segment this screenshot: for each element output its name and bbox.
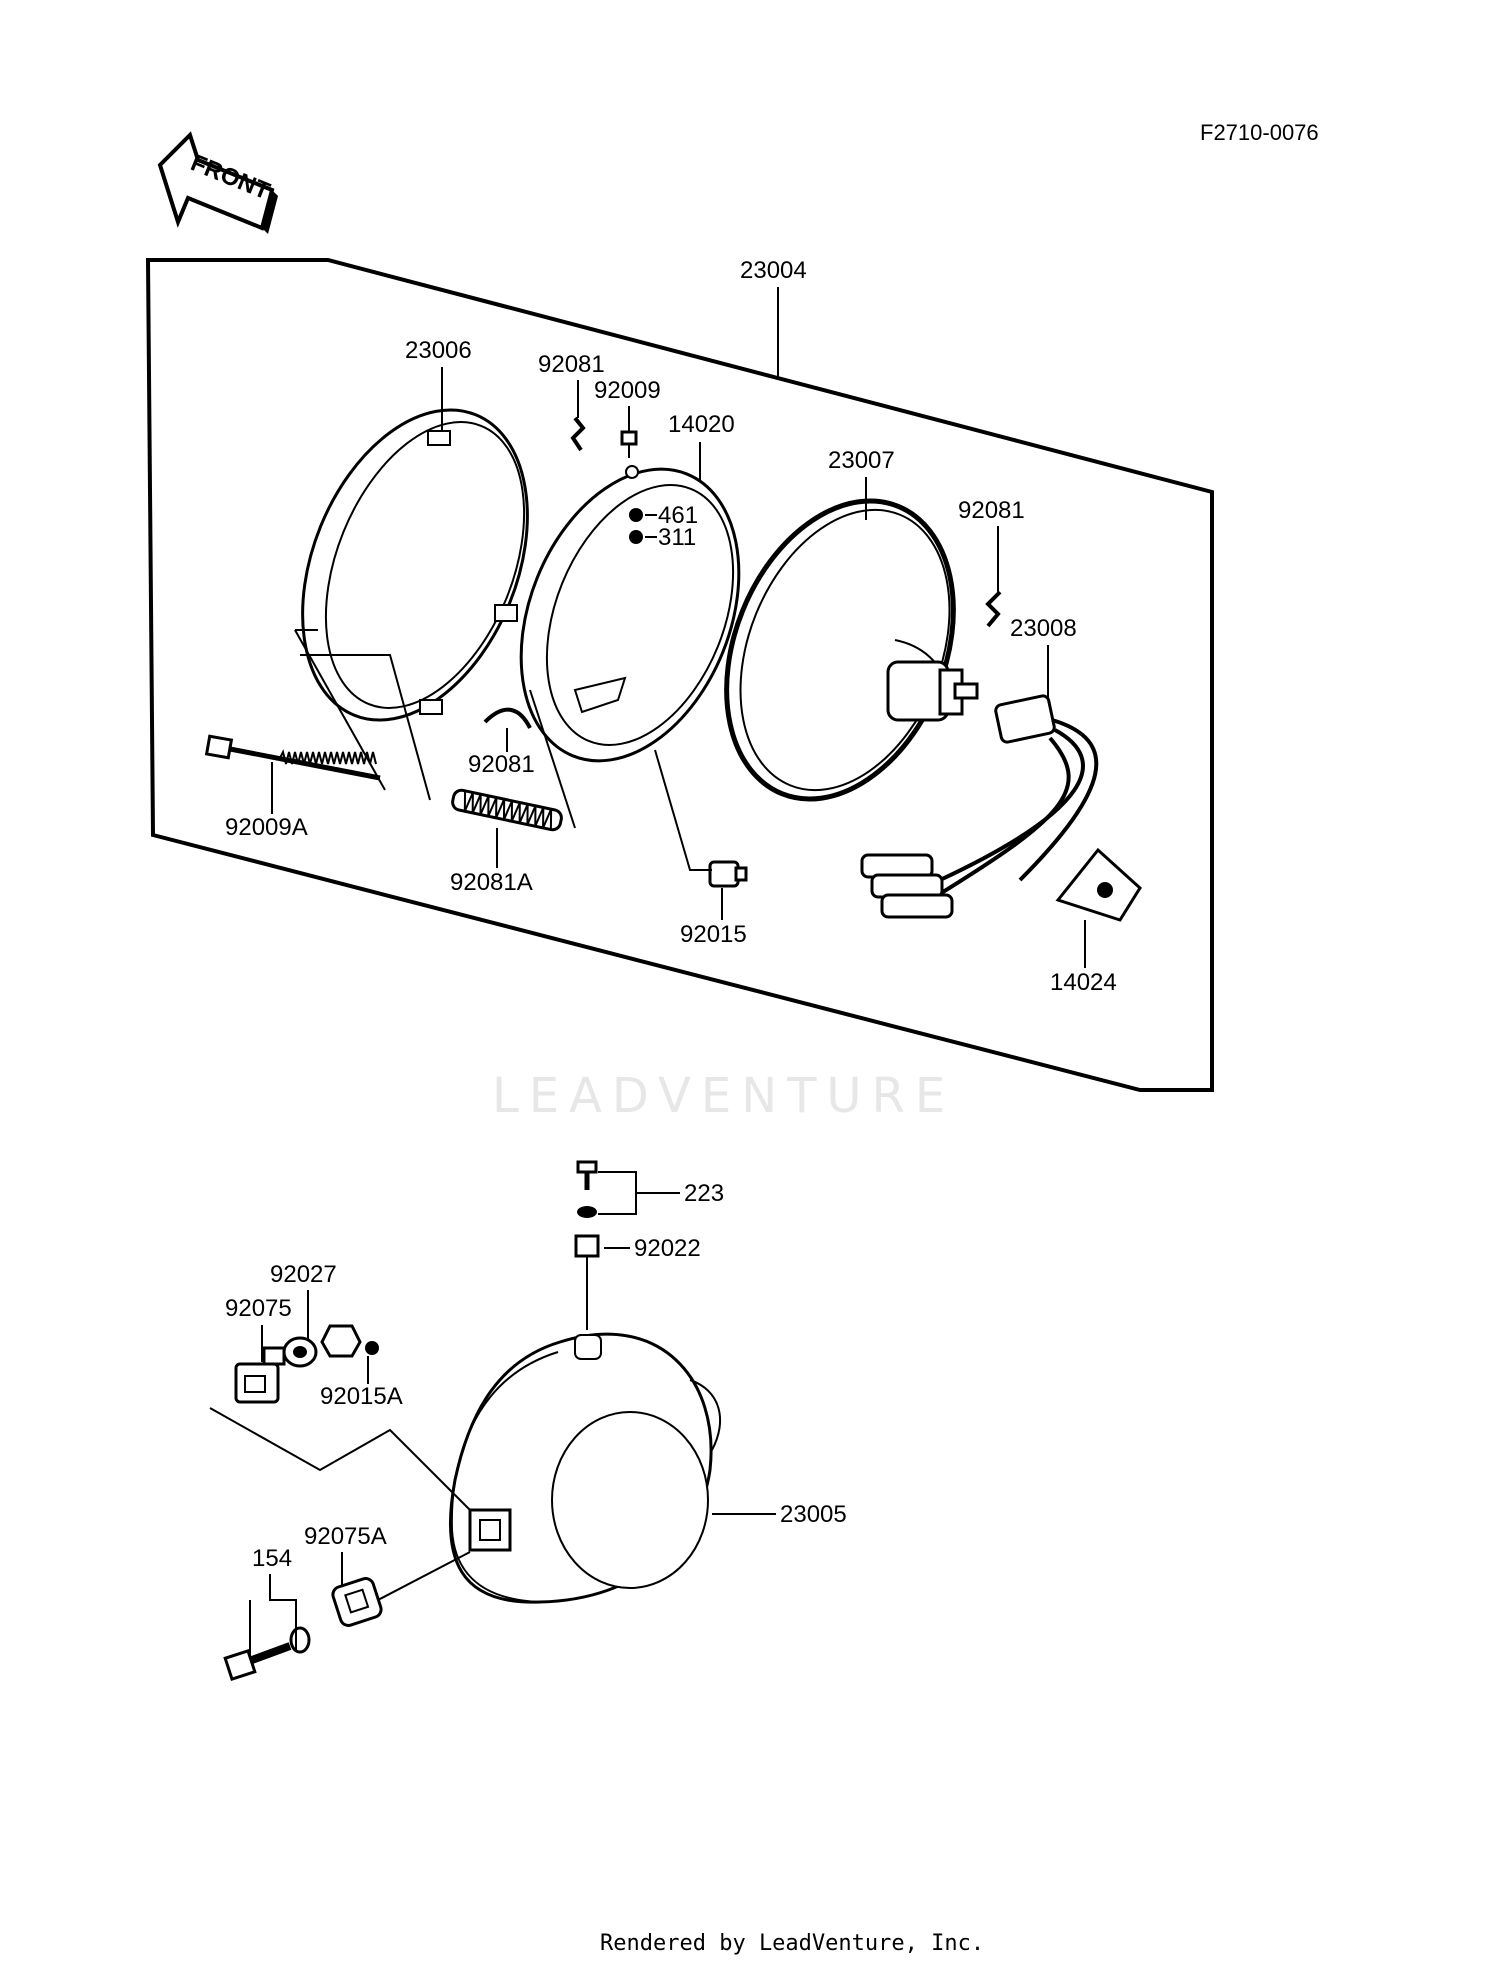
part-label-92075A: 92075A xyxy=(304,1523,387,1550)
bushing-92027 xyxy=(282,1336,318,1368)
part-label-92081-right: 92081 xyxy=(958,497,1025,524)
front-arrow-icon: FRONT xyxy=(157,131,278,234)
footer-credit: Rendered by LeadVenture, Inc. xyxy=(600,1931,984,1956)
spring-92081-right xyxy=(985,590,1002,628)
part-label-92027: 92027 xyxy=(270,1261,337,1288)
headlight-housing-23005 xyxy=(448,1332,721,1604)
mounting-ring-14020 xyxy=(519,465,741,763)
part-label-92015: 92015 xyxy=(680,921,747,948)
part-label-92015A: 92015A xyxy=(320,1383,403,1410)
diagram-code: F2710-0076 xyxy=(1200,120,1319,145)
part-label-92022: 92022 xyxy=(634,1235,701,1262)
part-label-311: 311 xyxy=(658,524,696,551)
part-label-14020: 14020 xyxy=(668,411,735,438)
watermark-text: LEADVENTURE xyxy=(492,1068,955,1124)
spring-92081-center xyxy=(483,707,532,729)
part-label-461: 461 xyxy=(658,502,698,529)
part-label-154: 154 xyxy=(252,1545,292,1572)
part-label-92081A: 92081A xyxy=(450,869,533,896)
part-label-23006: 23006 xyxy=(405,337,472,364)
screw-92009 xyxy=(620,430,638,458)
adjusting-screw-92009A xyxy=(204,734,381,781)
assembly-panel-outline xyxy=(145,258,1214,1092)
headlight-rim-23006 xyxy=(301,408,529,722)
socket-23008 xyxy=(860,694,1099,919)
part-label-92081-top: 92081 xyxy=(538,351,605,378)
part-label-92009A: 92009A xyxy=(225,814,308,841)
part-label-92009: 92009 xyxy=(594,377,661,404)
part-label-23008: 23008 xyxy=(1010,615,1077,642)
nut-92022 xyxy=(574,1234,600,1268)
part-label-23005: 23005 xyxy=(780,1501,847,1528)
grommet-92075A xyxy=(331,1577,383,1627)
part-label-92081-center: 92081 xyxy=(468,751,535,778)
nut-92015A xyxy=(320,1324,379,1358)
part-label-14024: 14024 xyxy=(1050,969,1117,996)
sealed-beam-unit-23007 xyxy=(724,498,979,802)
spring-92081-top xyxy=(570,416,586,452)
terminal-cap-14024 xyxy=(1055,847,1142,922)
bolt-223 xyxy=(576,1160,598,1218)
switch-92075 xyxy=(234,1346,286,1404)
spring-92081A xyxy=(451,788,563,832)
part-label-23007: 23007 xyxy=(828,447,895,474)
part-label-223: 223 xyxy=(684,1180,724,1207)
part-label-23004: 23004 xyxy=(740,257,807,284)
part-label-92075: 92075 xyxy=(225,1295,292,1322)
nut-92015 xyxy=(708,860,748,888)
